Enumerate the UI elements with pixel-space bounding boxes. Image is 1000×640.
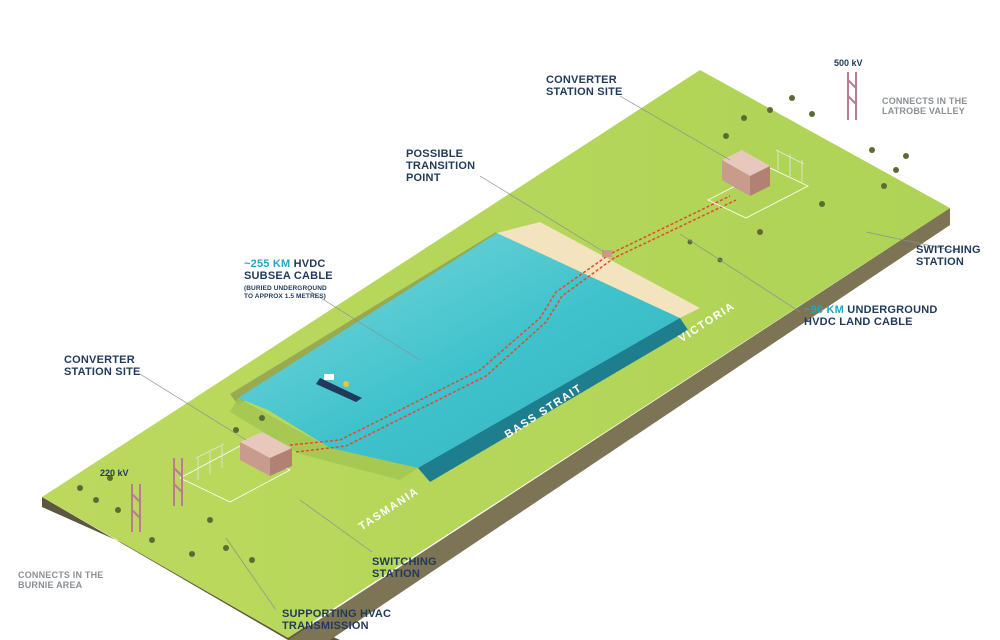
- slab-side-face: [288, 208, 950, 640]
- converter-station-tas-label: CONVERTER STATION SITE: [64, 354, 141, 378]
- pylon-vic: [847, 72, 857, 120]
- cable-ship: [316, 374, 362, 402]
- land-cable-label: ~90 KM UNDERGROUND HVDC LAND CABLE: [804, 304, 938, 328]
- subsea-cable-line-2: [295, 199, 737, 453]
- hvac-label: SUPPORTING HVAC TRANSMISSION: [282, 608, 392, 632]
- switching-station-tas-label: SWITCHING STATION: [372, 556, 437, 580]
- latrobe-label: CONNECTS IN THE LATROBE VALLEY: [882, 96, 968, 116]
- kv-tas-label: 220 kV: [100, 468, 129, 478]
- trees: [77, 95, 909, 563]
- subsea-length: ~255 KM: [244, 258, 291, 270]
- land-underground: UNDERGROUND: [847, 304, 938, 316]
- subsea-note: (BURIED UNDERGROUND TO APPROX 1.5 METRES…: [244, 285, 327, 300]
- subsea-hvdc: HVDC: [293, 258, 326, 270]
- converter-station-tas: [179, 432, 292, 503]
- land-length: ~90 KM: [804, 304, 845, 316]
- tasmania-coast: [230, 398, 418, 480]
- transition-point-box: [602, 250, 612, 257]
- burnie-label: CONNECTS IN THE BURNIE AREA: [18, 570, 104, 590]
- pylons-tas: [131, 458, 183, 532]
- switching-station-vic-label: SWITCHING STATION: [916, 244, 981, 268]
- converter-station-vic: [707, 149, 809, 219]
- sea-depth-strip: [418, 318, 688, 482]
- subsea-cable-label: ~255 KM HVDC SUBSEA CABLE: [244, 258, 333, 282]
- bass-strait-sea: [238, 233, 680, 468]
- transition-point-label: POSSIBLE TRANSITION POINT: [406, 148, 476, 184]
- leader-lines: [139, 95, 961, 611]
- kv-vic-label: 500 kV: [834, 58, 863, 68]
- converter-station-vic-label: CONVERTER STATION SITE: [546, 74, 623, 98]
